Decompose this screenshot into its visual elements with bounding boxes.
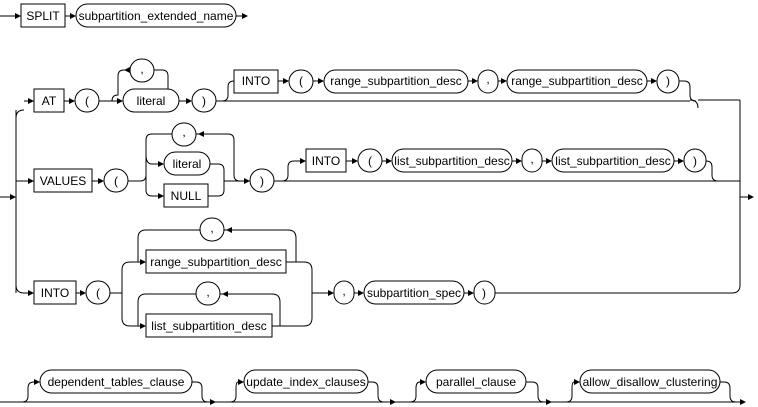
- at-range-subpartition-desc-2: range_subpartition_desc: [511, 74, 642, 88]
- at-into-rparen: ): [666, 74, 670, 88]
- at-keyword: AT: [42, 94, 57, 108]
- values-into-comma: ,: [530, 152, 533, 166]
- values-literal: literal: [173, 157, 202, 171]
- into-range-comma: ,: [210, 221, 213, 235]
- at-into-lparen: (: [299, 74, 303, 88]
- into-list-subpartition-desc: list_subpartition_desc: [151, 319, 266, 333]
- parallel-clause: parallel_clause: [436, 375, 516, 389]
- values-into-lparen: (: [368, 154, 372, 168]
- row-optional-clauses: dependent_tables_clause update_index_cla…: [0, 369, 746, 405]
- values-keyword: VALUES: [40, 174, 86, 188]
- values-lparen: (: [114, 174, 118, 188]
- dependent-tables-clause: dependent_tables_clause: [48, 375, 185, 389]
- at-range-subpartition-desc-1: range_subpartition_desc: [330, 74, 461, 88]
- at-into-keyword: INTO: [242, 74, 270, 88]
- into-comma: ,: [342, 284, 345, 298]
- split-keyword: SPLIT: [26, 9, 60, 23]
- into-rparen-box: [473, 280, 496, 305]
- values-list-subpartition-desc-2: list_subpartition_desc: [555, 154, 670, 168]
- into-list-comma: ,: [206, 285, 209, 299]
- values-rparen: ): [260, 174, 264, 188]
- at-comma: ,: [140, 62, 143, 76]
- row-split: SPLIT subpartition_extended_name: [0, 3, 248, 28]
- into-subpartition-spec: subpartition_spec: [367, 286, 461, 300]
- values-into-rparen: ): [693, 154, 697, 168]
- into-lparen: (: [96, 286, 100, 300]
- values-null-keyword: NULL: [171, 189, 202, 203]
- main-bracket: [0, 99, 754, 294]
- values-list-subpartition-desc-1: list_subpartition_desc: [394, 154, 509, 168]
- row-into: INTO ( range_subpartition_desc , list_su…: [24, 217, 496, 338]
- at-into-comma: ,: [486, 72, 489, 86]
- into-range-subpartition-desc: range_subpartition_desc: [150, 255, 281, 269]
- allow-disallow-clustering: allow_disallow_clustering: [583, 375, 718, 389]
- into-keyword: INTO: [41, 286, 69, 300]
- values-comma: ,: [182, 125, 185, 139]
- at-lparen: (: [85, 94, 89, 108]
- update-index-clauses: update_index_clauses: [246, 375, 365, 389]
- row-values: VALUES ( , literal NULL ) INTO: [16, 122, 719, 208]
- row-at: AT ( , literal ) INTO ( range_subpartiti: [24, 58, 697, 113]
- at-literal: literal: [137, 94, 166, 108]
- at-rparen: ): [202, 94, 206, 108]
- into-rparen: ): [482, 286, 486, 300]
- values-into-keyword: INTO: [312, 154, 340, 168]
- subpartition-extended-name: subpartition_extended_name: [79, 9, 234, 23]
